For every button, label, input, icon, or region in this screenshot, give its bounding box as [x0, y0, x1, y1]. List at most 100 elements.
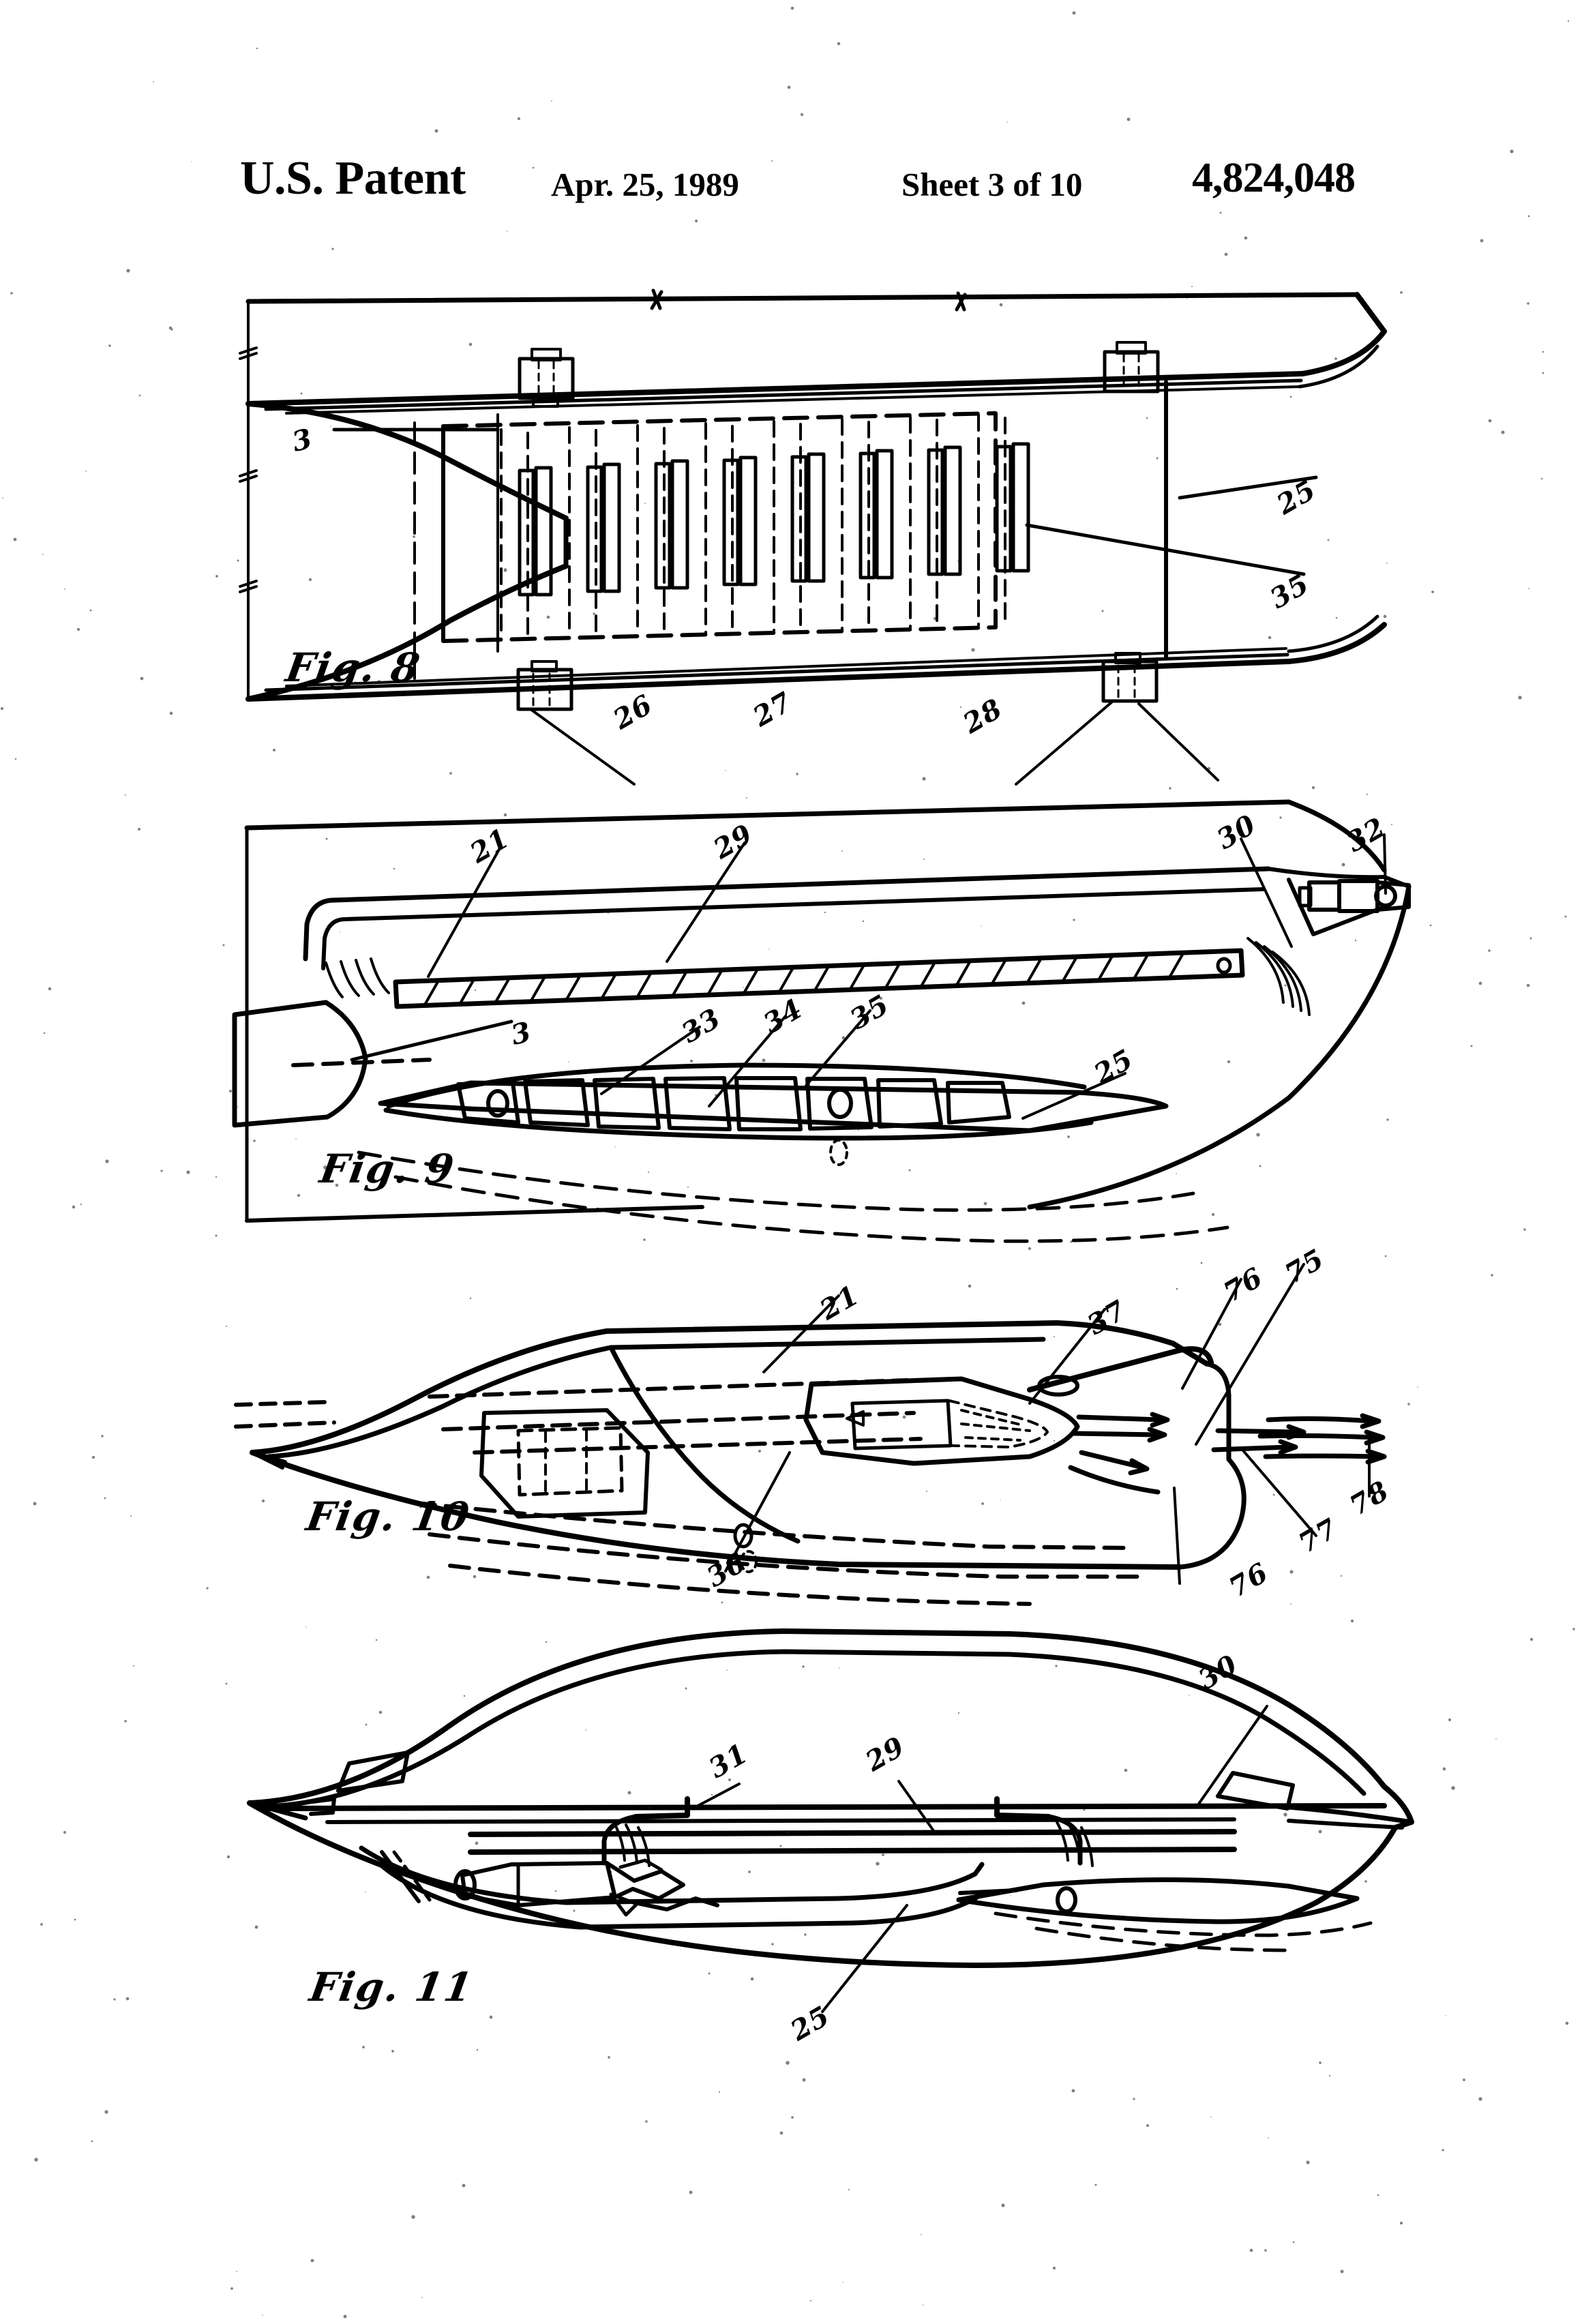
fig8-break-left-2	[239, 469, 258, 483]
fig9-leader-34	[708, 1015, 787, 1107]
patent-date: Apr. 25, 1989	[551, 166, 739, 203]
fig11-lower-envelope	[247, 1800, 1398, 1968]
figure-9-svg	[232, 799, 1412, 1243]
sheet-number: Sheet 3 of 10	[901, 166, 1083, 203]
fig9-lower-wing-lower-surface	[383, 1107, 1094, 1141]
fig9-tail-actuator	[1298, 879, 1411, 913]
fig9-duct-upper-bend2	[321, 917, 347, 970]
fig9-leader-21	[427, 846, 502, 978]
fig8-break-left-1	[239, 346, 258, 360]
fig8-right-tip-bottom	[1286, 622, 1387, 664]
fig10-leader-36	[724, 1451, 791, 1573]
fig9-upper-body-line	[244, 799, 1292, 831]
fig8-bottom-chine-outer	[245, 659, 1292, 702]
fig9-aft-body-sweep	[1027, 884, 1412, 1210]
figure-11-caption: Fig. 11	[306, 1964, 477, 2010]
fig8-left-sweep-bottom	[245, 563, 569, 702]
figure-8-drawing	[225, 288, 1387, 786]
fig11-leader-31	[691, 1783, 741, 1810]
fig8-break-mark-a	[650, 288, 663, 310]
fig11-inlet-step-left	[633, 1796, 690, 1819]
fig9-phantom-c	[393, 1175, 1229, 1243]
fig8-right-tip-top	[1300, 292, 1387, 376]
fig9-tail-upper-contour	[1286, 799, 1387, 873]
fig8-right-tip-bottom2	[1287, 614, 1379, 653]
fig8-leader-35	[1025, 523, 1306, 576]
fig11-upper-envelope2	[275, 1649, 1367, 1808]
fig11-inlet-step-right	[994, 1796, 1051, 1819]
fig10-leader-75	[1195, 1263, 1305, 1446]
fig10-tail-boom	[1027, 1346, 1214, 1392]
fig9-duct-upper-wall	[331, 866, 1271, 903]
fig10-wing-port-b	[740, 1550, 758, 1573]
figure-11-drawing	[225, 1623, 1425, 2087]
patent-office-label: U.S. Patent	[240, 152, 466, 205]
fig10-aft-hook	[1204, 1361, 1232, 1462]
fig9-wing-port-b	[827, 1088, 853, 1119]
fig9-duct-upper-wall2	[343, 887, 1265, 921]
fig9-wing-hidden-port	[829, 1139, 848, 1166]
fig9-tail-upper-contour2	[1266, 867, 1386, 880]
fig11-engine-pod	[359, 1845, 985, 1930]
fig9-wing-port-a	[486, 1089, 509, 1118]
fig10-upper-contour	[250, 1320, 1060, 1455]
fig11-main-deck	[266, 1803, 1387, 1811]
fig10-aft-lower-curve	[1177, 1457, 1247, 1570]
fig8-lower-fitting	[516, 660, 573, 711]
fig10-leader-21	[762, 1294, 840, 1373]
fig10-aft-upper	[1054, 1320, 1210, 1367]
fig11-duct-lower	[468, 1847, 1237, 1855]
figure-9-drawing	[225, 798, 1425, 1275]
fig9-leader-33	[600, 1026, 701, 1095]
fig10-leader-37	[1028, 1308, 1106, 1405]
figure-10-drawing	[225, 1227, 1425, 1691]
fig8-rib-group	[500, 414, 1030, 639]
fig11-right-chine	[1286, 1804, 1414, 1825]
fig10-exhaust-arrow-far	[1211, 1413, 1387, 1465]
fig10-leader-76-bottom	[1173, 1487, 1181, 1585]
fig8-break-mark-b	[955, 291, 967, 312]
fig11-leader-30	[1196, 1705, 1268, 1807]
fig8-leader-28	[1137, 702, 1219, 781]
fig9-phantom-a	[291, 1058, 432, 1067]
fig8-leader-26	[529, 708, 636, 786]
fig9-leader-29	[666, 841, 746, 963]
fig8-top-chine-inner	[264, 378, 1303, 411]
fig8-leader-27	[1015, 701, 1113, 786]
fig8-bottom-chine-inner2	[285, 647, 1287, 687]
figure-11-svg	[247, 1628, 1414, 2013]
fig8-top-chine-outer	[245, 371, 1305, 406]
fig8-right-tip-top2	[1298, 344, 1379, 389]
fig9-leader-30	[1240, 837, 1293, 948]
fig10-engine-nacelle	[803, 1376, 1080, 1466]
fig11-leader-25	[821, 1904, 908, 2013]
figure-8-caption: Fig. 8	[282, 644, 424, 691]
fig10-exhaust-arrow	[1068, 1412, 1170, 1495]
fig8-lower-fitting	[1101, 652, 1159, 703]
fig11-leader-29	[897, 1780, 936, 1833]
fig10-lower-contour	[250, 1450, 1182, 1570]
fig10-leader-76-top	[1181, 1278, 1242, 1390]
fig9-tail-fin	[1287, 878, 1386, 936]
fig9-phantom-b	[357, 1150, 1195, 1212]
fig10-wing-port-a	[733, 1523, 753, 1549]
fig10-internal-bay-phantom	[428, 1378, 923, 1455]
fig11-inlet-flow-lines-right	[1056, 1821, 1094, 1867]
fig11-lower-wing	[956, 1877, 1373, 1952]
fig9-leader-25	[1021, 1072, 1126, 1120]
fig10-leader-77	[1241, 1448, 1317, 1537]
fig9-tail-flow-lines	[1247, 937, 1311, 1016]
fig9-core-duct-hatching	[423, 953, 1184, 1007]
fig8-bay-outline	[441, 411, 998, 643]
fig8-leader-25	[1178, 475, 1318, 500]
figure-9-caption: Fig. 9	[316, 1146, 458, 1192]
fig8-upper-fitting	[1103, 341, 1160, 393]
fig8-upper-fitting	[518, 348, 575, 408]
fig10-exhaust-arrow-inlet	[234, 1400, 336, 1429]
patent-number: 4,824,048	[1192, 155, 1356, 201]
fig9-leader-3	[350, 1019, 513, 1062]
fig11-deck-lower	[325, 1817, 1236, 1824]
fig8-left-sweep-top	[245, 401, 569, 521]
fig9-inlet-flow-lines	[325, 957, 390, 998]
figure-10-caption: Fig. 10	[303, 1493, 474, 1540]
